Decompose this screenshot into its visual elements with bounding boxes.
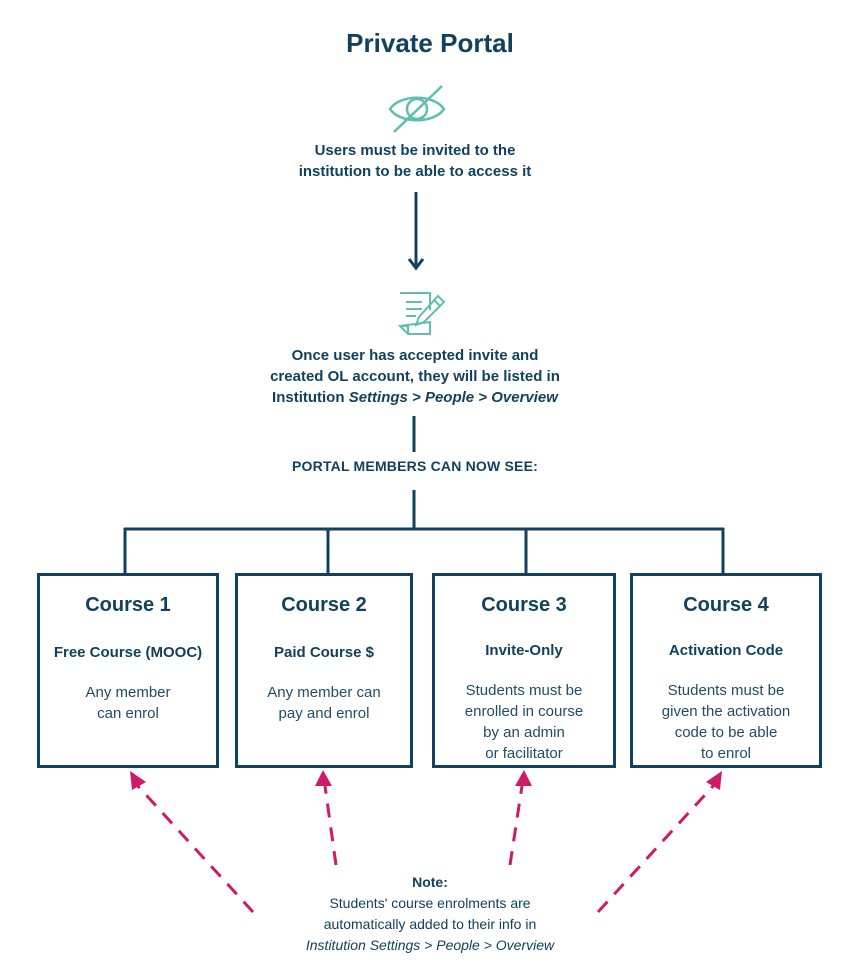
course-desc-line: Students must be — [667, 682, 785, 699]
course-card-1: Course 1 Free Course (MOOC) Any member c… — [37, 573, 219, 768]
note-label: Note: — [412, 874, 448, 890]
invite-text-line-1: Users must be invited to the — [314, 142, 516, 159]
course-description: Students must be enrolled in course by a… — [439, 680, 609, 764]
course-desc-line: enrolled in course — [464, 703, 584, 720]
note-arrow-3 — [508, 785, 524, 866]
listing-text-prefix: Institution — [272, 389, 349, 406]
eye-slash-icon — [388, 85, 446, 133]
course-title: Course 2 — [281, 594, 367, 616]
course-description: Students must be given the activation co… — [637, 680, 815, 764]
course-desc-line: code to be able — [674, 724, 778, 741]
note-line-1: Students' course enrolments are — [329, 895, 531, 911]
note-arrow-4 — [596, 783, 716, 914]
listing-text-path: Settings > People > Overview — [348, 389, 558, 406]
course-desc-line: pay and enrol — [278, 705, 370, 722]
course-type: Activation Code — [668, 642, 784, 659]
course-type: Invite-Only — [485, 642, 563, 659]
note-arrowhead-4 — [706, 771, 722, 790]
course-type: Paid Course $ — [273, 644, 375, 661]
course-desc-line: can enrol — [97, 705, 159, 722]
note-arrowheads — [130, 770, 722, 790]
document-pen-icon — [397, 292, 446, 335]
account-listing-text: Once user has accepted invite and create… — [0, 345, 830, 408]
course-card-4: Course 4 Activation Code Students must b… — [630, 573, 822, 768]
course-description: Any member can pay and enrol — [242, 682, 406, 724]
course-desc-line: or facilitator — [485, 745, 563, 762]
listing-text-line-3: Institution Settings > People > Overview — [0, 387, 830, 408]
course-desc-line: Any member can — [267, 684, 381, 701]
course-desc-line: Any member — [85, 684, 171, 701]
listing-text-line-1: Once user has accepted invite and — [291, 347, 539, 364]
note-arrow-1 — [135, 783, 255, 914]
course-description: Any member can enrol — [44, 682, 212, 724]
listing-text-line-2: created OL account, they will be listed … — [270, 368, 560, 385]
note-line-2: automatically added to their info in — [323, 916, 537, 932]
note-arrowhead-1 — [130, 771, 146, 790]
flow-arrowhead — [407, 258, 425, 271]
course-desc-line: Students must be — [465, 682, 583, 699]
course-title: Course 1 — [85, 594, 171, 616]
course-title: Course 3 — [481, 594, 567, 616]
invite-text-line-2: institution to be able to access it — [298, 163, 532, 180]
course-type: Free Course (MOOC) — [53, 644, 203, 661]
note-path: Institution Settings > People > Overview — [305, 937, 555, 953]
course-title: Course 4 — [683, 594, 769, 616]
portal-members-heading: PORTAL MEMBERS CAN NOW SEE: — [292, 458, 538, 474]
note-arrowhead-2 — [315, 770, 332, 786]
course-card-2: Course 2 Paid Course $ Any member can pa… — [235, 573, 413, 768]
enrolment-note: Note: Students' course enrolments are au… — [240, 872, 620, 956]
course-card-3: Course 3 Invite-Only Students must be en… — [432, 573, 616, 768]
note-line-3: Institution Settings > People > Overview — [240, 935, 620, 956]
course-desc-line: by an admin — [483, 724, 565, 741]
page-title: Private Portal — [346, 28, 514, 58]
course-desc-line: given the activation — [661, 703, 791, 720]
course-desc-line: to enrol — [700, 745, 752, 762]
invite-requirement-text: Users must be invited to the institution… — [0, 140, 830, 182]
note-arrowhead-3 — [515, 770, 532, 786]
note-arrow-2 — [323, 785, 338, 866]
